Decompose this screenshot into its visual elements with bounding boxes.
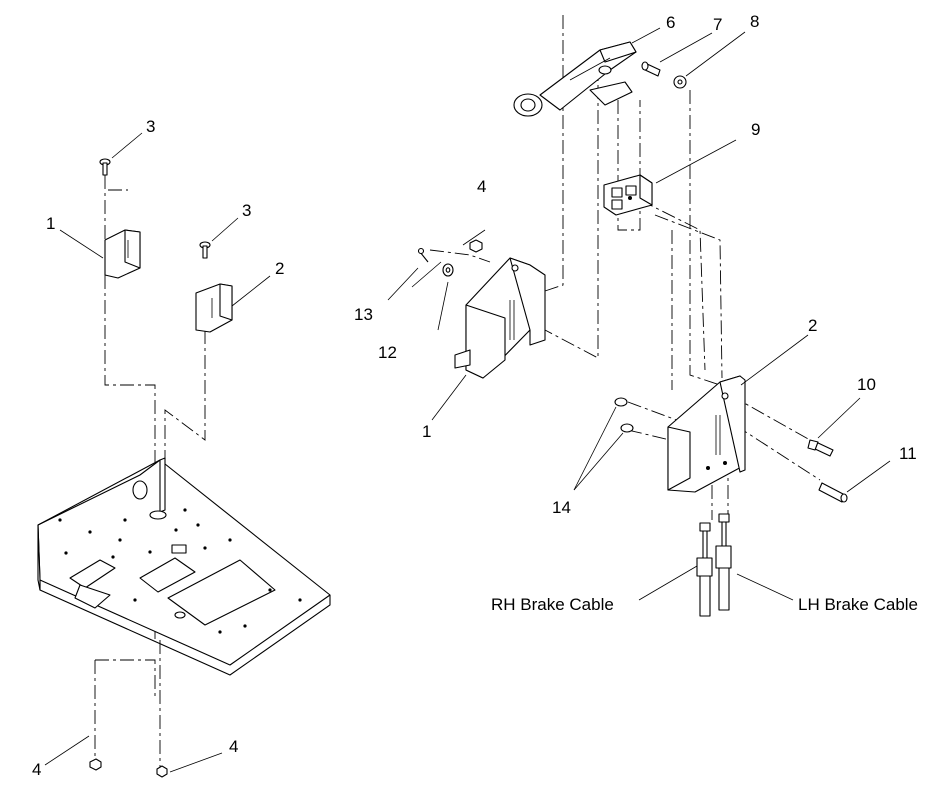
bracket-part-2-right: [667, 375, 746, 493]
callout-4-left-a: 4: [32, 760, 41, 779]
callout-1-left: 1: [46, 214, 55, 233]
callout-12: 12: [378, 343, 397, 362]
lh-brake-cable: [715, 513, 732, 611]
pin-part-11: [818, 482, 848, 503]
callout-4-left-b: 4: [229, 737, 238, 756]
callout-8: 8: [750, 12, 759, 31]
nut-part-4-a: [89, 758, 102, 771]
washer-part-8: [673, 75, 687, 89]
rh-brake-cable: [696, 522, 713, 617]
callout-9: 9: [751, 120, 760, 139]
screw-part-3-left: [99, 158, 111, 176]
nut-part-4-right: [469, 239, 483, 253]
callout-11: 11: [899, 444, 917, 463]
rh-brake-cable-label: RH Brake Cable: [491, 595, 614, 614]
callout-2-right: 2: [808, 316, 817, 335]
brake-lever-part-6: [513, 41, 637, 117]
callout-13: 13: [354, 305, 373, 324]
right-assembly: [387, 15, 891, 617]
callout-7: 7: [713, 15, 722, 34]
cap-part-14-a: [614, 397, 628, 407]
callout-4-right: 4: [477, 177, 486, 196]
callout-3-left-b: 3: [242, 201, 251, 220]
callout-3-left-a: 3: [146, 117, 155, 136]
bracket-part-2-left: [195, 283, 233, 333]
left-assembly: [37, 132, 331, 778]
callout-2-left: 2: [275, 259, 284, 278]
bracket-part-1-left: [104, 229, 141, 279]
screw-part-3-right: [199, 241, 211, 259]
mounting-plate: [37, 457, 331, 676]
pivot-block-part-9: [603, 174, 653, 216]
pin-part-7: [641, 61, 661, 77]
callout-10: 10: [857, 375, 876, 394]
bolt-part-10: [807, 439, 834, 457]
callout-6: 6: [666, 13, 675, 32]
nut-part-4-b: [156, 765, 168, 778]
lh-brake-cable-label: LH Brake Cable: [798, 595, 918, 614]
washer-part-12: [442, 263, 454, 277]
callout-1-right: 1: [422, 422, 431, 441]
cap-part-14-b: [620, 423, 634, 433]
callout-labels: 1 2 3 3 4 4 1 2 4 6 7 8 9 10 11 12 13 14…: [32, 12, 918, 779]
callout-14: 14: [552, 498, 571, 517]
bracket-part-1-right: [454, 257, 546, 379]
cotter-pin-part-13: [417, 247, 429, 263]
